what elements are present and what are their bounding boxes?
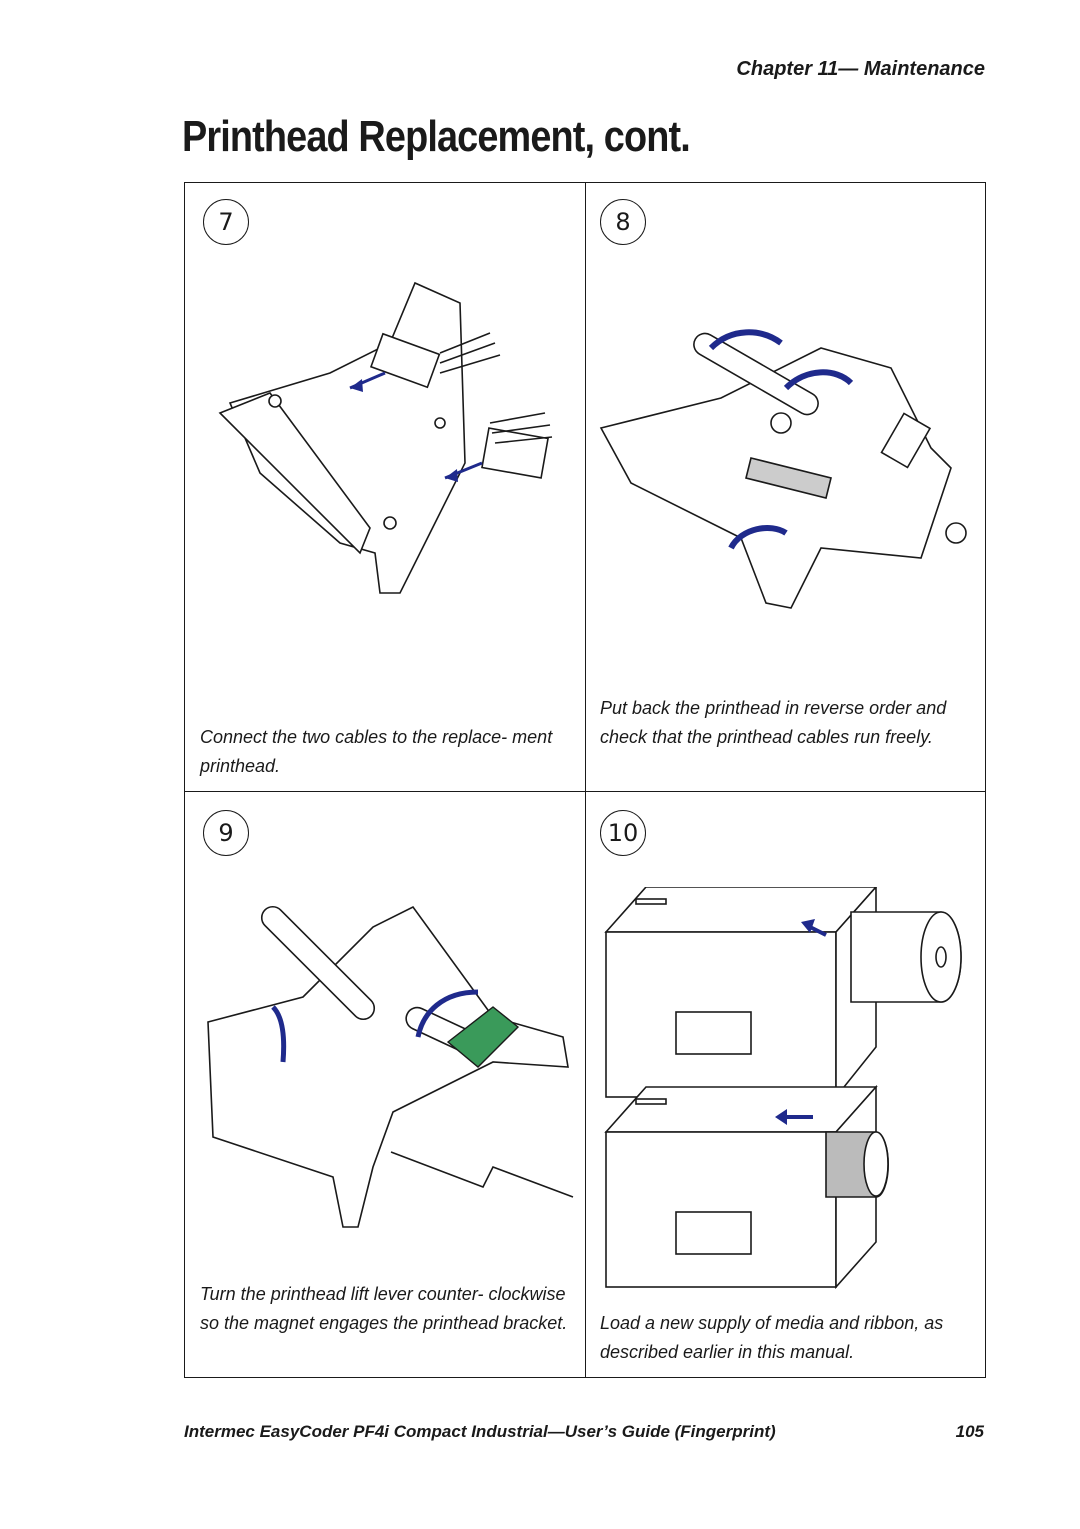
page-number: 105 — [955, 1422, 984, 1441]
step-number: 10 — [600, 810, 646, 856]
step-10: 10 Load — [586, 792, 986, 1379]
load-media-ribbon-illustration — [604, 887, 962, 1290]
chapter-header: Chapter 11— Maintenance — [736, 58, 985, 80]
step-caption: Put back the printhead in reverse order … — [600, 698, 947, 747]
page-title: Printhead Replacement, cont. — [182, 112, 691, 161]
lift-lever-illustration — [207, 905, 574, 1228]
step-7: 7 Connect the two cables to the replace-… — [185, 183, 585, 791]
printhead-reinstall-illustration — [599, 329, 967, 609]
step-caption: Connect the two cables to the replace- m… — [200, 727, 553, 776]
page-footer: Intermec EasyCoder PF4i Compact Industri… — [184, 1422, 984, 1442]
steps-grid: 7 Connect the two cables to the replace-… — [184, 182, 986, 1378]
grid-divider-horizontal — [185, 791, 985, 792]
step-8: 8 Put back the printhead in reverse orde… — [586, 183, 986, 791]
grid-divider-vertical — [585, 183, 586, 1377]
step-9: 9 Turn the printhead lift lever counter-… — [185, 792, 585, 1379]
printhead-cables-illustration — [218, 281, 553, 594]
step-number: 9 — [203, 810, 249, 856]
footer-title: Intermec EasyCoder PF4i Compact Industri… — [184, 1422, 776, 1441]
step-caption: Load a new supply of media and ribbon, a… — [600, 1313, 944, 1362]
step-number: 8 — [600, 199, 646, 245]
step-number: 7 — [203, 199, 249, 245]
step-caption: Turn the printhead lift lever counter- c… — [200, 1284, 568, 1333]
